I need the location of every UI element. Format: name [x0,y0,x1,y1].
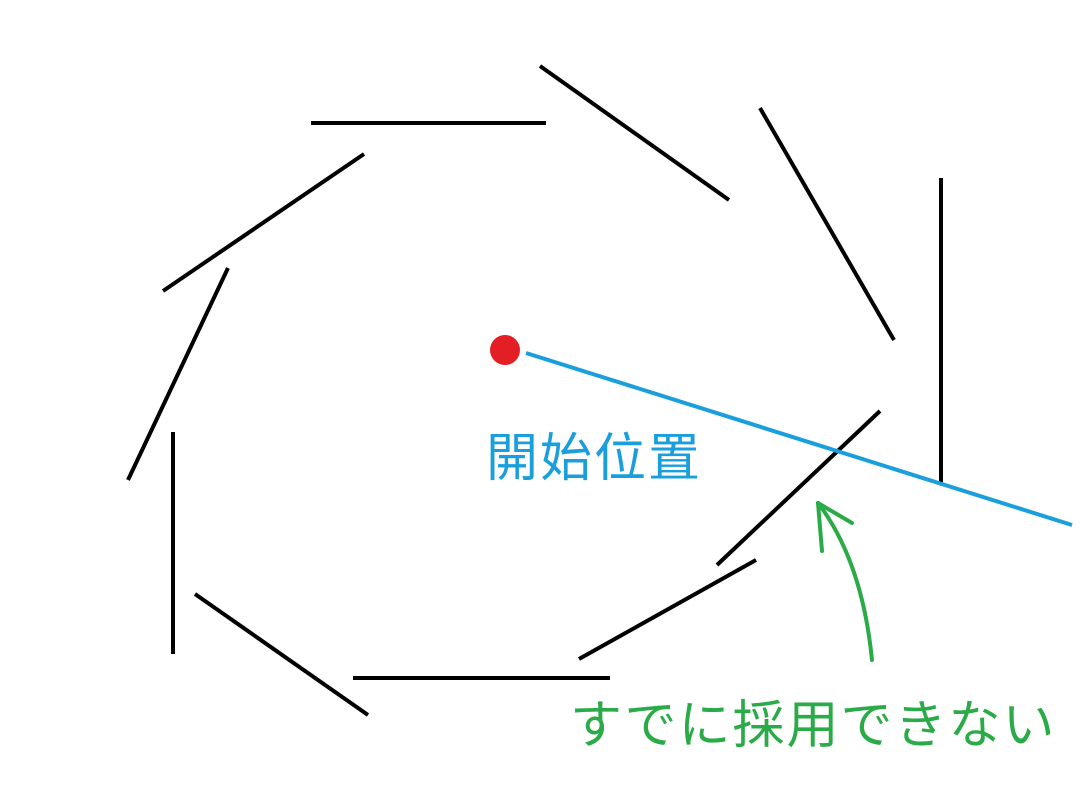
wall-segment-lower-left [193,592,370,717]
wall-segment-inner-right [715,409,882,567]
wall-segment-upper-left [161,152,366,293]
wall-segment-lower-right [578,558,757,661]
start-position-label: 開始位置 [486,429,703,489]
wall-segment-left [126,267,230,481]
arrow-shaft [816,501,874,662]
wall-segment-top-right [538,64,731,202]
wall-segments [126,64,943,717]
arrow-head [816,501,854,553]
cannot-use-label: すでに採用できない [570,696,1057,756]
start-point [490,335,520,365]
ray-line [525,351,1073,527]
wall-segment-upper-right [758,106,896,342]
arrow-icon [816,501,874,662]
